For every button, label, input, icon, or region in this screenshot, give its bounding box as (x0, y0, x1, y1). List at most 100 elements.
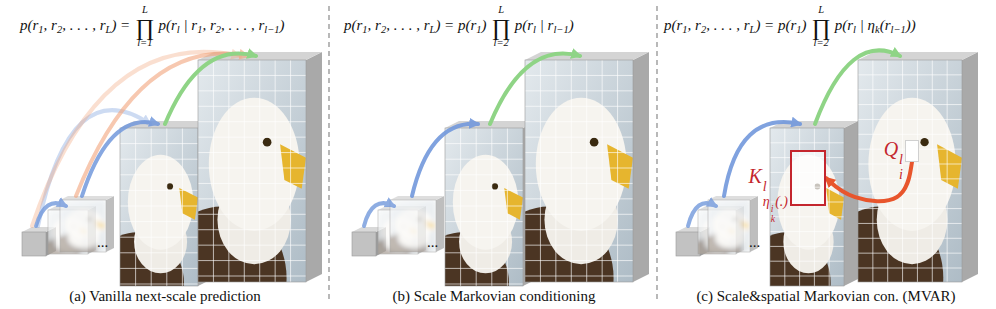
grid-line (198, 260, 306, 261)
panel-divider (656, 6, 657, 300)
subscript: L (750, 24, 756, 35)
formula-text: 2 (701, 24, 706, 35)
formula-text: 1 (362, 24, 367, 35)
subscript: k (875, 24, 880, 35)
grid-line (445, 174, 523, 175)
grid-line (858, 268, 962, 269)
grid-line (244, 60, 245, 282)
grid-line (770, 216, 844, 217)
grid-line (120, 237, 198, 238)
node-label-text: l (763, 179, 767, 194)
eagle-eye (492, 183, 498, 189)
grid-line (770, 142, 844, 143)
formula-text: ) = p(r (755, 17, 796, 33)
card-border (525, 60, 633, 282)
formula-text: ∏ (135, 14, 154, 40)
token-map-medium (90, 121, 212, 309)
grid-line (135, 128, 136, 286)
grid-line (525, 260, 633, 261)
subscript: l−1 (264, 24, 279, 35)
token-map-hazy (373, 196, 444, 268)
grid-line (555, 60, 556, 282)
formula-text: L (142, 4, 148, 15)
scale-arrow (688, 203, 716, 226)
node-label-text: K (749, 165, 762, 187)
card-face (676, 232, 700, 256)
ellipsis: ... (427, 234, 438, 251)
card-face (22, 232, 46, 256)
formula: p(r1, r2, . . . , rL) =L∏l=1p(rl | r1, r… (20, 5, 285, 48)
token-map-hazy (43, 196, 114, 268)
formula-text: l=1 (137, 37, 152, 48)
subscript: 2 (701, 24, 706, 35)
grid-line (182, 128, 183, 286)
formula-text: l−1 (891, 24, 906, 35)
formula-text: ) = (111, 17, 130, 33)
formula-text: L (106, 24, 112, 35)
grid-line (770, 276, 844, 277)
card-border (770, 128, 844, 286)
eagle-eye (590, 138, 599, 147)
eagle-beak (937, 144, 962, 188)
grid-line (525, 152, 633, 153)
grid-line (120, 252, 198, 253)
node-label-text: η (763, 194, 770, 209)
formula-text: L (430, 24, 436, 35)
node-label-text: k (771, 213, 775, 224)
grid-line (491, 128, 492, 286)
node-label-text: i (771, 203, 774, 214)
grid-line (198, 106, 306, 107)
image-stacks (22, 52, 978, 309)
grid-line (198, 90, 306, 91)
card-border (198, 60, 306, 282)
eagle-beak (607, 144, 633, 188)
formula: p(r1, r2, . . . , rL) = p(r1)L∏l=2p(rl |… (664, 5, 916, 48)
grid-line (213, 60, 214, 282)
formula-text: l (533, 24, 536, 35)
card-top (858, 52, 978, 60)
grid-line (770, 261, 844, 262)
node-label-text: i (899, 167, 903, 182)
grid-line (198, 168, 306, 169)
subscript: 2 (57, 24, 62, 35)
card-side (962, 52, 978, 282)
formula-text: ) (802, 17, 807, 33)
card-border (676, 232, 700, 256)
subscript: 1 (796, 24, 801, 35)
product-operator: L∏l=1 (135, 5, 154, 48)
scale-arrow (412, 124, 478, 196)
grid-line (120, 284, 198, 285)
card-side (633, 52, 649, 282)
formula-text: ) (280, 17, 285, 33)
grid-line (259, 60, 260, 282)
eagle-eye (263, 138, 272, 147)
subscript: 2 (216, 24, 221, 35)
card-top (60, 196, 114, 200)
ellipsis: ... (749, 234, 760, 251)
formula-text: L (498, 4, 504, 15)
grid-line (525, 106, 633, 107)
formula-text: 1 (682, 24, 687, 35)
grid-line (525, 276, 633, 277)
grid-line (858, 119, 962, 120)
grid-line (120, 143, 198, 144)
formula-text: k (875, 24, 880, 35)
ellipsis: ... (97, 234, 108, 251)
formula-text: ) = p(r (435, 17, 476, 33)
eagle-eye (920, 138, 928, 146)
panel-caption: (b) Scale Markovian conditioning (393, 288, 596, 305)
panel-caption-text: (b) Scale Markovian conditioning (393, 288, 596, 304)
grid-line (525, 214, 633, 215)
formula-text: , r (44, 17, 57, 33)
grid-line (858, 193, 962, 194)
grid-line (460, 128, 461, 286)
scale-arrow (815, 50, 900, 124)
formula-text: ∏ (812, 14, 831, 40)
eagle-beak (280, 144, 306, 188)
subscript: l (533, 24, 536, 35)
scale-arrow (32, 52, 240, 226)
grid-line (275, 60, 276, 282)
ellipsis-mark: ... (427, 234, 438, 250)
grid-line (858, 223, 962, 224)
attention-arrow (826, 162, 912, 201)
